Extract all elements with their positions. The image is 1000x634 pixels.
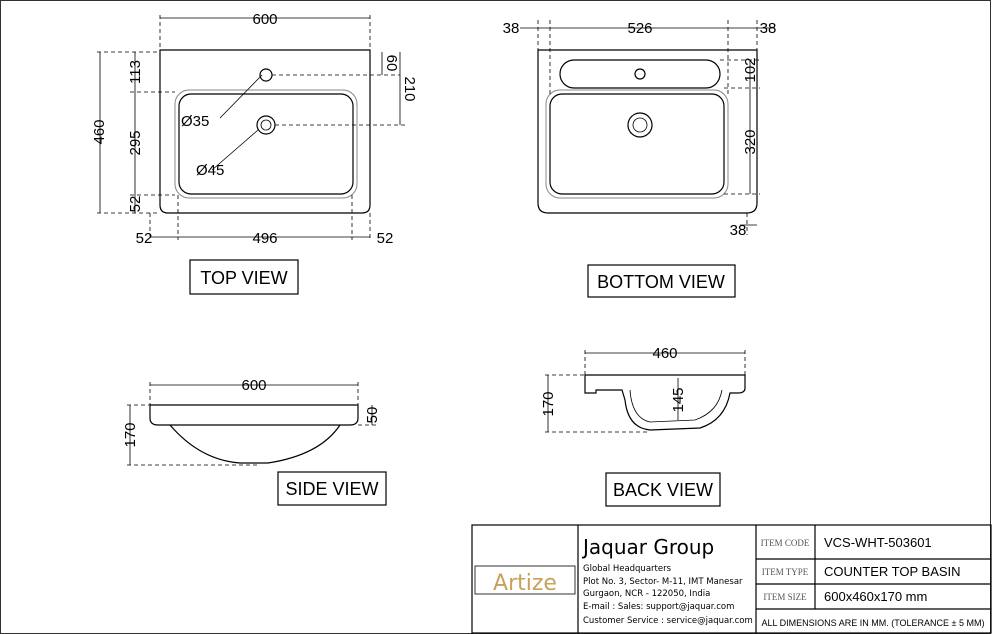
side-view-rim (149, 404, 359, 426)
dim-side-600: 600 (241, 377, 266, 394)
item-size-label: ITEM SIZE (763, 592, 807, 602)
top-view: 600 460 113 295 52 60 210 52 496 52 Ø35 … (91, 11, 418, 295)
dim-295: 295 (127, 130, 144, 155)
dim-496: 496 (252, 230, 277, 247)
dim-back-170: 170 (540, 391, 557, 416)
top-view-outline (159, 49, 371, 214)
address-line-2: Plot No. 3, Sector- M-11, IMT Manesar (583, 577, 743, 587)
side-view: 600 170 50 SIDE VIEW (122, 377, 387, 506)
back-view-label: BACK VIEW (613, 480, 713, 500)
bottom-view-extension-lines (537, 20, 760, 235)
item-size-value: 600x460x170 mm (824, 589, 927, 604)
dim-side-170: 170 (122, 422, 139, 447)
dim-hole-45: Ø45 (196, 162, 224, 179)
dim-38-right: 38 (760, 20, 777, 37)
dim-hole-35: Ø35 (181, 113, 209, 130)
artize-logo: Artize (493, 571, 557, 596)
side-view-label: SIDE VIEW (285, 479, 378, 499)
dim-depth: 460 (91, 119, 108, 144)
title-block: Artize Jaquar Group Global Headquarters … (471, 524, 992, 634)
bottom-view-label: BOTTOM VIEW (597, 272, 725, 292)
address-line-1: Global Headquarters (583, 564, 672, 574)
top-view-bowl (178, 93, 354, 195)
dim-bottom-left: 52 (136, 230, 153, 247)
top-view-dimension-lines (99, 17, 401, 238)
bottom-view-dimension-lines (520, 27, 775, 226)
dim-102: 102 (742, 57, 759, 82)
sales-email: E-mail : Sales: support@jaquar.com (583, 602, 734, 612)
top-view-label-box (189, 259, 299, 295)
side-view-dimension-lines (129, 384, 373, 465)
back-view: 460 170 145 BACK VIEW (540, 345, 746, 507)
dim-113: 113 (127, 60, 144, 84)
item-type-value: COUNTER TOP BASIN (824, 564, 961, 579)
dim-side-50: 50 (364, 407, 381, 424)
side-view-bowl (169, 424, 341, 464)
dim-38-bottom: 38 (730, 222, 747, 239)
dim-bottom-right: 52 (377, 230, 394, 247)
back-view-inner (629, 389, 723, 423)
item-code-value: VCS-WHT-503601 (824, 535, 932, 550)
company-name: Jaquar Group (581, 535, 714, 559)
service-email: Customer Service : service@jaquar.com (583, 616, 753, 626)
dim-52-left: 52 (127, 196, 144, 213)
logo-box (474, 565, 576, 595)
top-view-label: TOP VIEW (200, 268, 287, 288)
side-view-label-box (277, 471, 387, 506)
bottom-view-drain (627, 112, 653, 138)
top-view-extension-lines (97, 15, 405, 240)
dim-38-left: 38 (503, 20, 520, 37)
back-view-profile (584, 374, 746, 431)
back-view-dimension-lines (547, 352, 745, 432)
back-view-label-box (605, 472, 721, 507)
item-code-label: ITEM CODE (761, 538, 810, 548)
bottom-view-drain-inner (632, 117, 648, 133)
drain-hole (256, 115, 276, 135)
bottom-view: 38 526 38 102 320 38 BOTTOM VIEW (503, 20, 777, 298)
dim-210: 210 (401, 76, 418, 101)
drain-hole-inner (260, 119, 272, 131)
title-block-grid (577, 525, 991, 633)
bottom-view-bowl-outer (545, 89, 729, 199)
bottom-view-bowl (549, 93, 725, 195)
dim-526: 526 (627, 20, 652, 37)
side-view-extension-lines (127, 382, 378, 466)
dim-width: 600 (252, 11, 277, 28)
dim-back-460: 460 (652, 345, 677, 362)
bottom-view-label-box (587, 264, 736, 298)
dim-320: 320 (742, 129, 759, 154)
bottom-view-tap-hole (634, 68, 646, 80)
top-view-bowl-outer (174, 89, 358, 199)
title-block-border (471, 524, 992, 634)
dim-60: 60 (383, 55, 400, 72)
bottom-view-slot (559, 59, 721, 89)
address-line-3: Gurgaon, NCR - 122050, India (583, 589, 710, 599)
dimensions-note: ALL DIMENSIONS ARE IN MM. (TOLERANCE ± 5… (762, 618, 985, 628)
item-type-label: ITEM TYPE (762, 567, 809, 577)
dim-back-145: 145 (670, 387, 687, 412)
